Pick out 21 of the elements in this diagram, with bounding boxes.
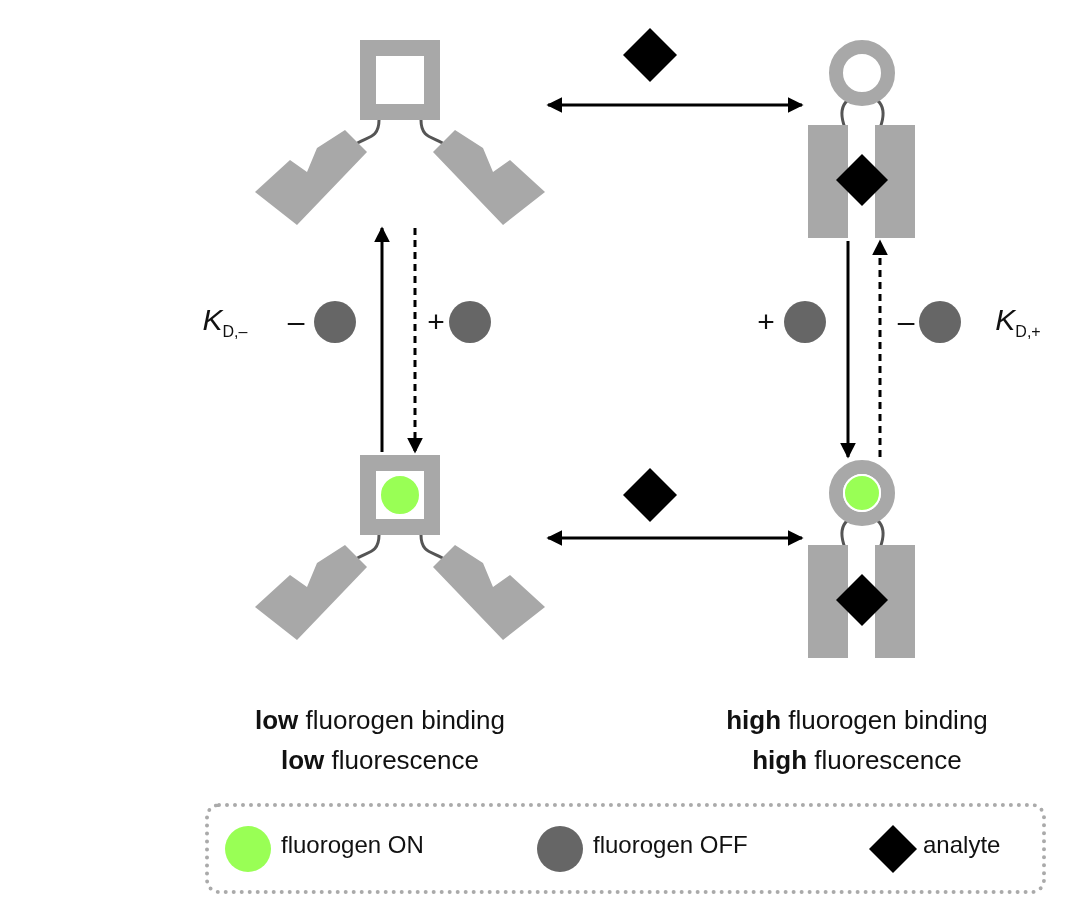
state-caption: low fluorogen binding	[254, 704, 506, 736]
dashed-arrow	[407, 228, 423, 454]
state-caption: high fluorogen binding	[726, 704, 988, 736]
legend-text: fluorogen OFF	[593, 831, 748, 859]
state-caption: low fluorescence	[281, 744, 479, 776]
dissociation-constant: K$_{D,+}$	[995, 303, 1041, 341]
open-sensor-drawing	[255, 455, 545, 640]
legend-text: fluorogen ON	[281, 831, 424, 859]
legend-text: analyte	[923, 831, 1001, 859]
dissociation-constant: K$_{D,–}$	[202, 303, 248, 341]
open-sensor-drawing	[255, 40, 545, 225]
arrow	[840, 241, 856, 459]
plus-sign: +	[757, 305, 775, 339]
dashed-arrow	[872, 239, 888, 457]
minus-sign: –	[897, 305, 915, 339]
plus-sign: +	[427, 305, 445, 339]
double-headed-arrow	[546, 530, 804, 546]
arrow	[374, 226, 390, 452]
state-caption: high fluorescence	[752, 744, 962, 776]
minus-sign: –	[287, 305, 305, 339]
double-headed-arrow	[546, 97, 804, 113]
